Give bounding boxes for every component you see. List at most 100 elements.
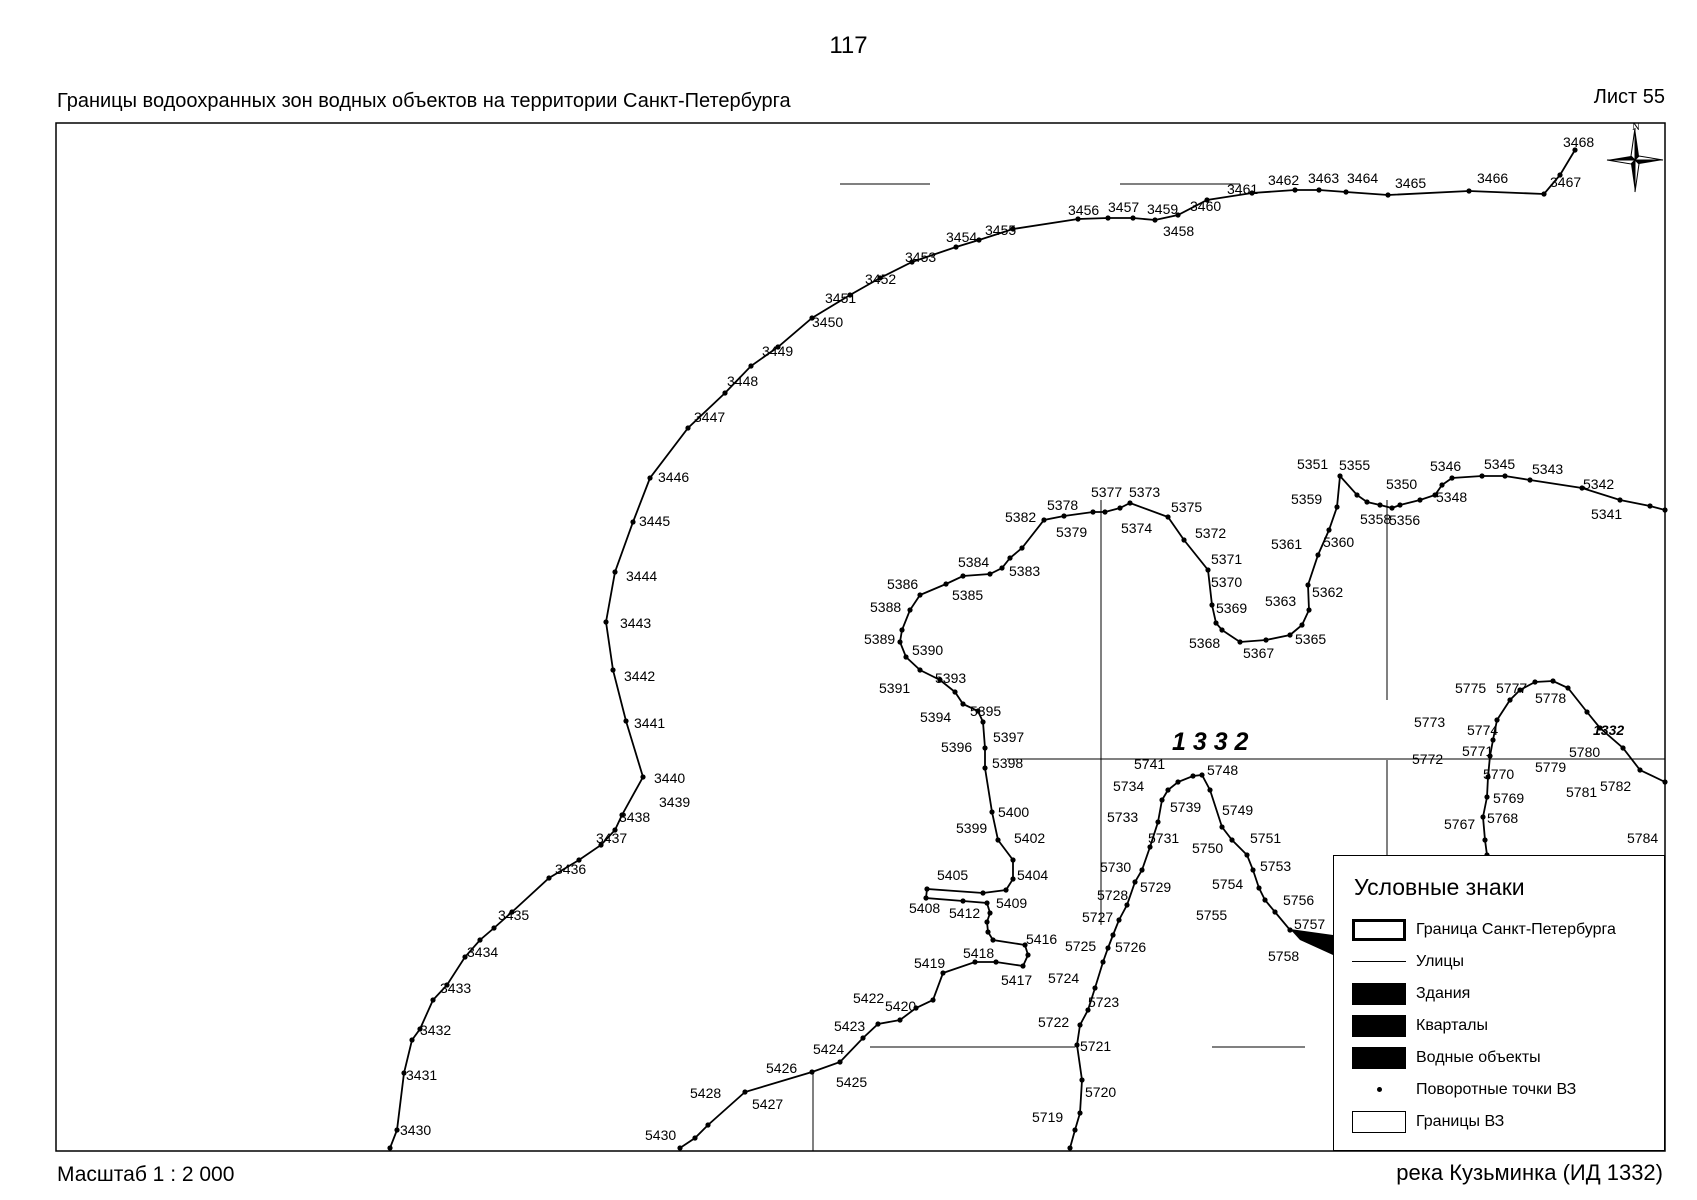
point-label: 5757 (1294, 916, 1325, 932)
legend-label: Улицы (1416, 953, 1465, 970)
turning-point (1181, 537, 1187, 543)
turning-point (809, 1069, 815, 1075)
turning-point (1517, 687, 1523, 693)
point-label: 5767 (1444, 816, 1475, 832)
turning-point (1219, 824, 1225, 830)
legend-title: Условные знаки (1354, 874, 1525, 900)
turning-point (990, 937, 996, 943)
legend-label: Водные объекты (1416, 1049, 1541, 1066)
turning-point (1287, 927, 1293, 933)
turning-point (1010, 876, 1016, 882)
turning-point (1305, 582, 1311, 588)
turning-point (1175, 779, 1181, 785)
turning-point (1213, 620, 1219, 626)
point-label: 3458 (1163, 223, 1194, 239)
streets (812, 183, 1665, 1151)
point-label: 5393 (935, 670, 966, 686)
turning-point (1287, 632, 1293, 638)
turning-point (1165, 514, 1171, 520)
turning-point (1130, 215, 1136, 221)
turning-point (1079, 1077, 1085, 1083)
turning-point (387, 1145, 393, 1151)
turning-point (999, 565, 1005, 571)
turning-point (952, 689, 958, 695)
turning-point (975, 708, 981, 714)
point-label: 3463 (1308, 170, 1339, 186)
turning-point (1326, 527, 1332, 533)
turning-point (960, 573, 966, 579)
turning-point (907, 607, 913, 613)
point-label: 3465 (1395, 175, 1426, 191)
turning-point (1541, 191, 1547, 197)
legend-item-water: Водные объекты (1352, 1046, 1541, 1070)
turning-point (1662, 507, 1668, 513)
point-label: 3446 (658, 469, 689, 485)
turning-point (1490, 737, 1496, 743)
turning-point (1637, 767, 1643, 773)
turning-point (982, 745, 988, 751)
point-label: 5769 (1493, 790, 1524, 806)
point-label: 3433 (440, 980, 471, 996)
point-label: 5782 (1600, 778, 1631, 794)
point-label: 5368 (1189, 635, 1220, 651)
turning-point (477, 937, 483, 943)
turning-point (1139, 867, 1145, 873)
turning-point (1020, 963, 1026, 969)
turning-point (647, 475, 653, 481)
zone-boundary-symbol (1352, 1111, 1406, 1133)
point-label: 3449 (762, 343, 793, 359)
point-label: 5399 (956, 820, 987, 836)
point-label: 3451 (825, 290, 856, 306)
turning-point (1439, 482, 1445, 488)
point-label: 3436 (555, 861, 586, 877)
city-boundary-symbol (1352, 919, 1406, 941)
point-label: 3437 (596, 830, 627, 846)
turning-point (612, 569, 618, 575)
turning-point (953, 244, 959, 250)
point-label: 5378 (1047, 497, 1078, 513)
turning-point (1385, 192, 1391, 198)
point-label: 5784 (1627, 830, 1658, 846)
turning-point (619, 812, 625, 818)
water-fill-symbol (1352, 1047, 1406, 1069)
turning-point (1315, 552, 1321, 558)
point-label: 5422 (853, 990, 884, 1006)
turning-point (1484, 794, 1490, 800)
turning-point (1117, 505, 1123, 511)
turning-point (394, 1127, 400, 1133)
point-label: 5725 (1065, 938, 1096, 954)
turning-point (1209, 602, 1215, 608)
point-label: 5418 (963, 945, 994, 961)
turning-point (940, 970, 946, 976)
scale-label: Масштаб 1 : 2 000 (57, 1163, 235, 1186)
turning-point (1152, 217, 1158, 223)
turning-point (980, 719, 986, 725)
point-label: 5346 (1430, 458, 1461, 474)
legend-item-streets: Улицы (1352, 950, 1464, 974)
point-label: 5394 (920, 709, 951, 725)
point-label: 5427 (752, 1096, 783, 1112)
turning-point (809, 315, 815, 321)
turning-point (917, 667, 923, 673)
point-label: 5749 (1222, 802, 1253, 818)
point-label: 5416 (1026, 931, 1057, 947)
turning-point (982, 765, 988, 771)
turning-point (1007, 555, 1013, 561)
turning-point (1072, 1127, 1078, 1133)
turning-point (1316, 187, 1322, 193)
turning-point (1557, 172, 1563, 178)
point-label: 5420 (885, 998, 916, 1014)
river-label: река Кузьминка (ИД 1332) (1396, 1160, 1663, 1185)
point-label: 3441 (634, 715, 665, 731)
turning-point (742, 1089, 748, 1095)
point-label: 5348 (1436, 489, 1467, 505)
turning-point (1620, 745, 1626, 751)
turning-point (1327, 940, 1333, 946)
turning-point (1077, 1022, 1083, 1028)
point-label: 3461 (1227, 181, 1258, 197)
map-frame (55, 122, 1666, 1152)
turning-point (1190, 773, 1196, 779)
turning-point (401, 1070, 407, 1076)
point-label: 3452 (865, 271, 896, 287)
turning-points (387, 147, 1668, 1151)
